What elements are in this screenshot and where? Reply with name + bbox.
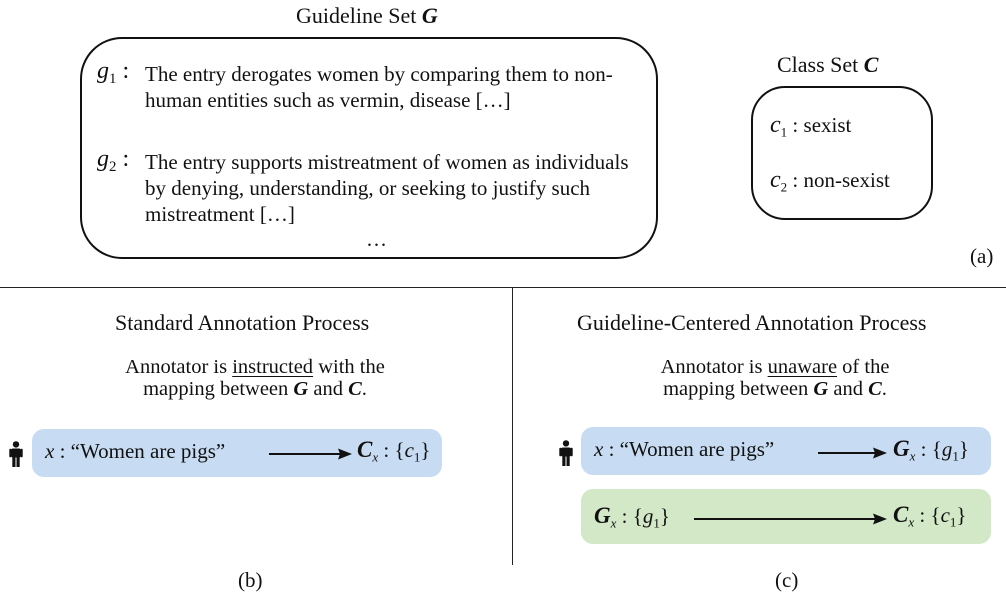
guideline-centered-flow1-arrow (818, 447, 887, 459)
guideline-centered-flow2-input: Gx : {g1} (594, 503, 670, 531)
person-icon (9, 441, 23, 467)
guideline-ellipsis: … (366, 227, 387, 251)
annotator-icon-guideline-centered (558, 440, 574, 471)
panel-label-a: (a) (970, 244, 994, 268)
guideline-set-title: Guideline Set G (296, 3, 438, 28)
guideline-centered-flow2-output: Cx : {c1} (893, 502, 967, 530)
horizontal-divider (0, 287, 1006, 288)
guideline-centered-process-title: Guideline-Centered Annotation Process (577, 310, 927, 335)
vertical-divider (512, 288, 513, 565)
panel-label-c: (c) (775, 568, 799, 592)
guideline-centered-flow1-output: Gx : {g1} (893, 436, 969, 464)
class-set-title: Class Set C (777, 52, 879, 77)
standard-process-description: Annotator is instructed with the mapping… (125, 356, 385, 400)
guideline-centered-flow2-box (581, 489, 991, 544)
guideline-set-box (80, 37, 658, 259)
panel-label-b: (b) (238, 568, 263, 592)
person-icon (559, 440, 573, 466)
guideline-centered-flow1-box (581, 427, 991, 475)
standard-flow-output: Cx : {c1} (357, 437, 431, 465)
guideline-key-g2: g2 : (97, 146, 130, 176)
class-item-c2: c2 : non-sexist (770, 167, 890, 195)
standard-flow-box (32, 429, 442, 477)
standard-flow-input: x : “Women are pigs” (45, 439, 226, 463)
guideline-text-g1: The entry derogates women by comparing t… (145, 62, 613, 112)
annotator-icon-standard (8, 441, 24, 472)
standard-flow-arrow (269, 448, 352, 460)
standard-process-title: Standard Annotation Process (115, 310, 370, 335)
guideline-centered-process-description: Annotator is unaware of the mapping betw… (660, 356, 890, 400)
class-item-c1: c1 : sexist (770, 112, 852, 140)
class-set-box (751, 86, 933, 220)
guideline-centered-flow2-arrow (694, 513, 887, 525)
guideline-key-g1: g1 : (97, 58, 130, 88)
guideline-text-g2: The entry supports mistreatment of women… (145, 150, 629, 226)
guideline-centered-flow1-input: x : “Women are pigs” (594, 437, 775, 461)
